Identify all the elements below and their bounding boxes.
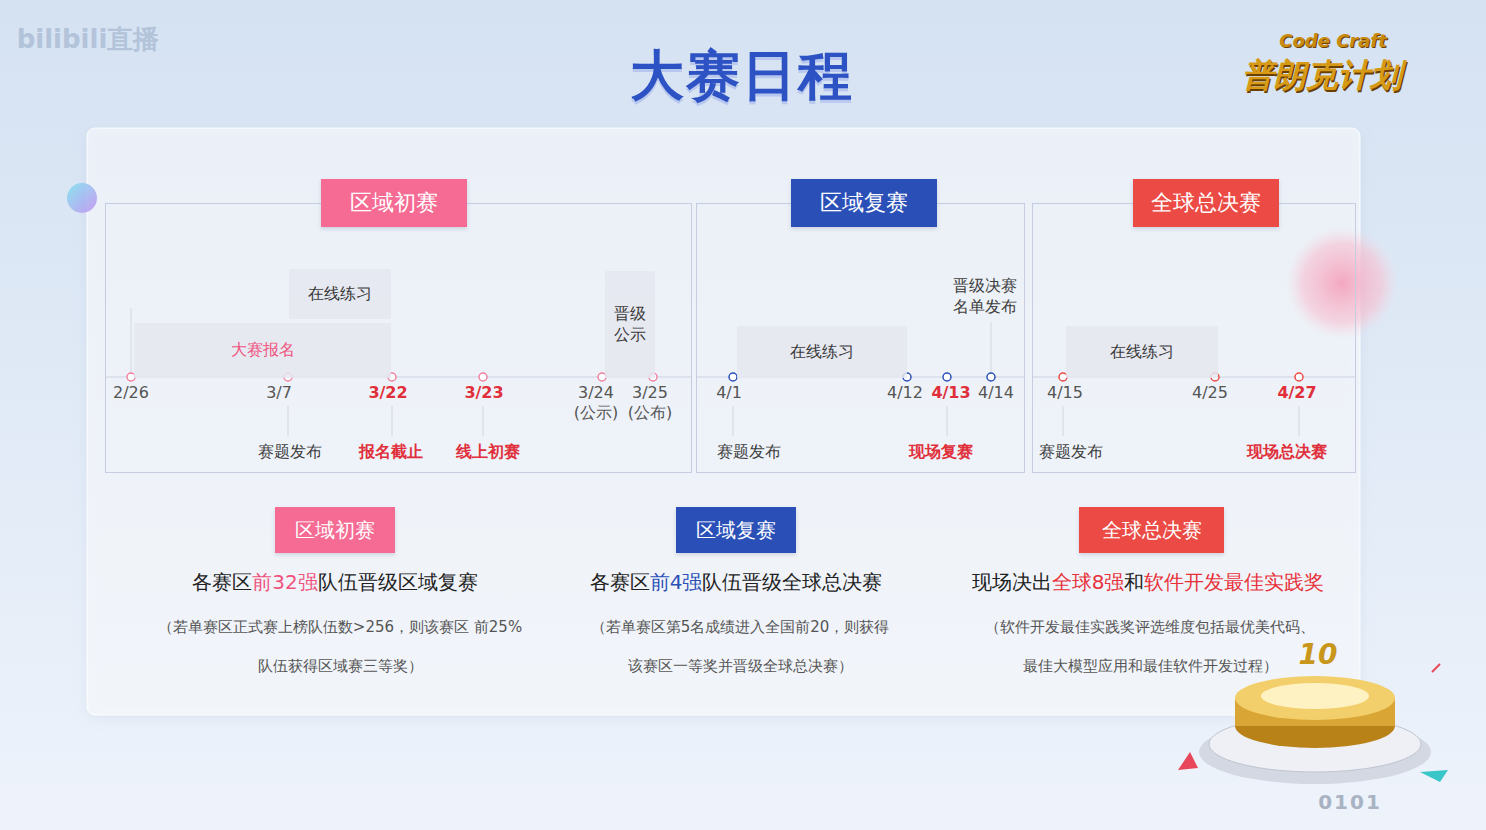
tag-label: 区域复赛 (696, 517, 776, 544)
date-label: 4/14 (978, 383, 1014, 403)
date-label: 4/1 (716, 383, 742, 403)
stage-heading: 区域初赛 (321, 179, 467, 227)
note-text: （若单赛区第5名成绩进入全国前20，则获得 该赛区一等奖并晋级全球总决赛） (550, 608, 930, 686)
note-text: （若单赛区正式赛上榜队伍数>256，则该赛区 前25%队伍获得区域赛三等奖） (150, 608, 530, 686)
stage-heading: 区域复赛 (791, 179, 937, 227)
stage-panel: 全球总决赛在线练习 (1032, 203, 1356, 473)
headline-run: 队伍晋级区域复赛 (318, 570, 478, 594)
date-label: 4/15 (1047, 383, 1083, 403)
content-card (87, 128, 1360, 715)
bar-label: 在线练习 (790, 342, 854, 363)
headline-run: 各赛区 (590, 570, 650, 594)
headline-run: 队伍晋级全球总决赛 (702, 570, 882, 594)
event-label: 线上初赛 (456, 441, 520, 462)
tick-line (733, 406, 734, 436)
decor-text: 0101 (1318, 790, 1382, 814)
date-label: 4/25 (1192, 383, 1228, 403)
stage-tag: 区域复赛 (676, 507, 796, 553)
tick-line (392, 406, 393, 436)
event-label: 赛题发布 (717, 441, 781, 462)
date-label: 3/23 (464, 383, 503, 403)
timeline-bar: 在线练习 (737, 326, 907, 378)
date-label: 2/26 (113, 383, 149, 403)
tick-line (1063, 406, 1064, 436)
decor-blob (67, 183, 97, 213)
timeline-bar: 晋级 公示 (605, 271, 655, 378)
decor-blob (1286, 227, 1398, 339)
timeline-dot (943, 373, 951, 381)
stage-panel: 区域复赛在线练习 (696, 203, 1025, 473)
platform-top (1235, 676, 1395, 720)
headline: 现场决出全球8强和软件开发最佳实践奖 (972, 569, 1325, 595)
timeline-bar: 在线练习 (1066, 326, 1218, 378)
tag-label: 全球总决赛 (1102, 517, 1202, 544)
event-label: 现场总决赛 (1247, 441, 1327, 462)
platform-top (1261, 683, 1369, 709)
event-label: 晋级决赛 名单发布 (953, 275, 1017, 317)
timeline-dot (987, 373, 995, 381)
badge-number: 10 (1299, 638, 1338, 671)
stage-heading: 全球总决赛 (1133, 179, 1279, 227)
trophy-platform (1199, 676, 1431, 784)
headline: 各赛区前4强队伍晋级全球总决赛 (590, 569, 883, 595)
headline-run: 前4强 (650, 570, 703, 594)
bar-label: 在线练习 (1110, 342, 1174, 363)
event-label: 报名截止 (359, 441, 423, 462)
stage-tag: 区域初赛 (275, 507, 395, 553)
decor-stroke (1432, 664, 1440, 672)
note-text: （软件开发最佳实践奖评选维度包括最优美代码、 最佳大模型应用和最佳软件开发过程） (960, 608, 1340, 686)
stage-tag: 全球总决赛 (1079, 507, 1224, 553)
date-label: 4/27 (1277, 383, 1316, 403)
headline-run: 软件开发最佳实践奖 (1144, 570, 1324, 594)
date-label: 4/13 (931, 383, 970, 403)
bar-label: 在线练习 (308, 284, 372, 305)
timeline-bar: 大赛报名 (134, 323, 391, 378)
event-label: 现场复赛 (909, 441, 973, 462)
logo-text: Code Craft (1279, 30, 1387, 51)
date-label: 3/22 (368, 383, 407, 403)
tick-line (1299, 406, 1300, 436)
tag-label: 区域初赛 (295, 517, 375, 544)
date-label: 3/24 (公示) (574, 383, 618, 423)
headline-run: 全球8强 (1052, 570, 1125, 594)
timeline-dot (479, 373, 487, 381)
event-label: 赛题发布 (258, 441, 322, 462)
logo-text: 普朗克计划 (1242, 54, 1402, 98)
decor-shard (1178, 752, 1198, 770)
headline-run: 各赛区 (192, 570, 252, 594)
page-title: 大赛日程 (630, 40, 854, 113)
decor-shard (1420, 770, 1448, 782)
tick-line (991, 322, 992, 373)
timeline-dot (1295, 373, 1303, 381)
bar-label: 大赛报名 (231, 340, 295, 361)
date-label: 3/25 (公布) (628, 383, 672, 423)
tick-line (947, 406, 948, 436)
watermark: bilibili直播 (17, 22, 160, 57)
event-label: 赛题发布 (1039, 441, 1103, 462)
timeline-bar: 在线练习 (289, 269, 391, 319)
timeline-dot (729, 373, 737, 381)
headline: 各赛区前32强队伍晋级区域复赛 (192, 569, 477, 595)
headline-run: 前32强 (252, 570, 317, 594)
headline-run: 现场决出 (972, 570, 1052, 594)
tick-line (483, 406, 484, 436)
date-label: 4/12 (887, 383, 923, 403)
bar-label: 晋级 公示 (614, 304, 646, 346)
tick-line (131, 308, 132, 373)
headline-run: 和 (1124, 570, 1144, 594)
date-label: 3/7 (266, 383, 292, 403)
stage-panel: 区域初赛在线练习大赛报名晋级 公示 (105, 203, 692, 473)
tick-line (288, 406, 289, 436)
